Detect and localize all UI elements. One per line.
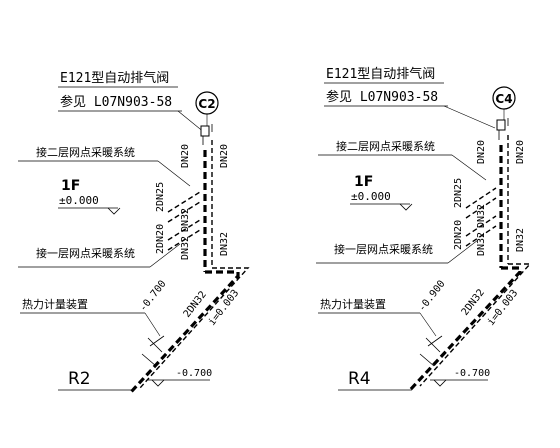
meter-device-icon-2 (419, 353, 435, 367)
pipe-size-2dn25: 2DN25 (453, 178, 464, 208)
elevation-triangle-icon (107, 207, 121, 215)
lower-branch-pipe-2 (167, 229, 201, 251)
bottom-elevation-label: -0.700 (176, 368, 212, 379)
upper-branch-label: 接二层网点采暖系统 (336, 140, 435, 153)
upper-branch-leader (451, 154, 487, 181)
floor-label: 1F (354, 174, 373, 190)
riser-tag-label: C4 (495, 92, 512, 106)
riser-id-label: R2 (68, 369, 91, 389)
pipe-size-dn32-b: DN32 (515, 228, 526, 252)
floor-label: 1F (61, 178, 80, 194)
pipe-size-dn32-c: DN32 (476, 232, 487, 256)
main-supply-pipe (408, 266, 522, 392)
lower-branch-leader (149, 243, 181, 268)
elevation-meter-label: -0.900 (417, 279, 448, 314)
pipe-size-dn32-a: DN32 (180, 208, 191, 232)
heat-meter-leader (144, 312, 161, 337)
heat-meter-label: 热力计量装置 (22, 298, 88, 311)
pipe-size-top-left: DN20 (180, 144, 191, 168)
elevation-meter-label: -0.700 (138, 279, 169, 314)
main-supply-pipe (129, 270, 240, 394)
pipe-size-top-left: DN20 (476, 140, 487, 164)
main-return-pipe (139, 267, 250, 389)
upper-branch-pipe (167, 191, 201, 213)
bottom-elevation-label: -0.700 (454, 368, 490, 379)
lower-branch-pipe (167, 219, 201, 241)
pipe-size-2dn25: 2DN25 (155, 182, 166, 212)
heat-meter-label: 热力计量装置 (320, 298, 386, 311)
pipe-size-dn32-a: DN32 (476, 204, 487, 228)
floor-elevation-label: ±0.000 (351, 190, 391, 203)
bottom-elevation-triangle-icon (433, 379, 447, 387)
valve-reference-label: 参见 L07N903-58 (60, 94, 172, 110)
bottom-elevation-triangle-icon (151, 379, 165, 387)
floor-elevation-label: ±0.000 (59, 194, 99, 207)
main-return-pipe (419, 263, 532, 387)
riser-panel-r2: E121型自动排气阀 参见 L07N903-58 C2 接二层网点采暖系统 1F… (18, 70, 250, 394)
valve-model-label: E121型自动排气阀 (60, 70, 169, 86)
upper-branch-label: 接二层网点采暖系统 (36, 146, 135, 159)
air-vent-valve-icon (496, 119, 506, 131)
valve-leader-line (443, 105, 496, 129)
lower-branch-label: 接一层网点采暖系统 (36, 247, 135, 260)
pipe-size-top-right: DN20 (219, 144, 230, 168)
meter-device-icon (425, 335, 443, 353)
lower-branch-pipe (465, 215, 497, 237)
upper-branch-leader (157, 160, 191, 187)
pipe-size-2dn20: 2DN20 (453, 220, 464, 250)
pipe-size-2dn20: 2DN20 (155, 224, 166, 254)
heat-meter-leader (419, 312, 437, 337)
valve-reference-label: 参见 L07N903-58 (326, 89, 438, 105)
riser-panel-r4: E121型自动排气阀 参见 L07N903-58 C4 接二层网点采暖系统 1F… (316, 66, 532, 392)
air-vent-valve-icon (200, 125, 210, 137)
lower-branch-leader (447, 239, 479, 264)
lower-branch-pipe-2 (465, 225, 497, 247)
elevation-triangle-icon (399, 203, 413, 211)
lower-branch-label: 接一层网点采暖系统 (334, 243, 433, 256)
pipe-size-dn32-c: DN32 (180, 236, 191, 260)
valve-model-label: E121型自动排气阀 (326, 66, 435, 82)
pipe-size-dn32-b: DN32 (219, 232, 230, 256)
meter-device-icon (147, 335, 165, 353)
upper-branch-pipe-2 (167, 201, 201, 223)
meter-device-icon-2 (141, 353, 157, 367)
riser-tag-label: C2 (198, 97, 215, 111)
riser-id-label: R4 (348, 369, 371, 389)
pipe-size-top-right: DN20 (515, 140, 526, 164)
upper-branch-pipe (465, 187, 497, 209)
upper-branch-pipe-2 (465, 197, 497, 219)
